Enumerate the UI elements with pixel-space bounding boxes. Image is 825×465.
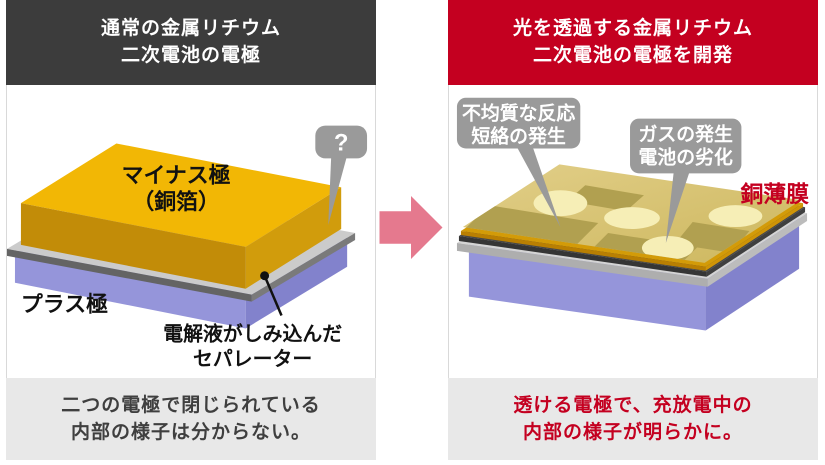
right-panel-header: 光を透過する金属リチウム 二次電池の電極を開発	[448, 0, 818, 85]
negative-electrode-label-line1: マイナス極	[122, 162, 231, 187]
gas-bubble-callout: ガスの発生 電池の劣化	[630, 118, 742, 243]
purple-right-face	[245, 236, 348, 329]
separator-callout-dot	[260, 271, 270, 281]
gas-bubble-spot	[533, 190, 588, 217]
right-battery-diagram: 銅薄膜 不均質な反応 短絡の発生 ガスの発生 電池の劣化	[456, 97, 809, 331]
right-diagram-area: 銅薄膜 不均質な反応 短絡の発生 ガスの発生 電池の劣化	[448, 85, 818, 378]
right-caption: 透ける電極で、充放電中の 内部の様子が明らかに。	[448, 378, 818, 460]
lithium-deposit-patch	[462, 205, 599, 253]
gas-bubble-spot	[641, 235, 694, 260]
gas-bubble-spot	[708, 205, 763, 228]
left-header-line2: 二次電池の電極	[120, 45, 261, 66]
left-caption-line1: 二つの電極で閉じられている	[61, 395, 321, 416]
right-panel: 光を透過する金属リチウム 二次電池の電極を開発	[448, 0, 818, 460]
gas-bubble-tail	[665, 171, 690, 243]
left-diagram-area: マイナス極 （銅箔） ? プラス極 電解液がしみ込んだ セパレーター	[6, 85, 376, 378]
separator-label-line2: セパレーター	[193, 348, 312, 370]
gold-front-face	[20, 203, 246, 289]
left-panel-header: 通常の金属リチウム 二次電池の電極	[6, 0, 376, 85]
question-bubble-box	[315, 125, 368, 159]
gas-bubble-line1: ガスの発生	[639, 122, 733, 145]
left-caption: 二つの電極で閉じられている 内部の様子は分からない。	[6, 378, 376, 460]
reaction-bubble-line2: 短絡の発生	[471, 124, 565, 147]
copper-layer-front	[460, 231, 706, 271]
copper-film-label: 銅薄膜	[740, 181, 809, 207]
separator-front-edge	[7, 248, 252, 302]
purple-front-face	[14, 252, 246, 329]
separator-right-edge	[251, 232, 356, 302]
transform-arrow-icon	[379, 196, 443, 259]
lithium-deposit-patch	[567, 185, 644, 212]
left-panel: 通常の金属リチウム 二次電池の電極	[6, 0, 376, 460]
dark-layer-right	[706, 207, 806, 277]
gas-bubble-line2: 電池の劣化	[639, 145, 733, 168]
gray-plate-front	[456, 242, 708, 287]
reaction-bubble-line1: 不均質な反応	[462, 102, 575, 125]
lithium-deposit-patch	[674, 222, 750, 253]
question-bubble-text: ?	[334, 129, 349, 156]
right-header-line2: 二次電池の電極を開発	[532, 45, 733, 66]
separator-label-line1: 電解液がしみ込んだ	[163, 322, 342, 345]
gas-bubble-spot	[604, 207, 660, 230]
purple-front-face	[468, 244, 706, 331]
gray-plate-right	[707, 213, 808, 287]
purple-right-face	[705, 217, 800, 331]
positive-electrode-label: プラス極	[21, 292, 108, 317]
separator-callout: 電解液がしみ込んだ セパレーター	[163, 271, 342, 370]
left-caption-line2: 内部の様子は分からない。	[70, 422, 311, 443]
gold-top-face	[20, 143, 342, 247]
left-header-line1: 通常の金属リチウム	[100, 18, 281, 39]
gold-right-face	[245, 187, 342, 289]
negative-electrode-label-line2: （銅箔）	[132, 189, 219, 214]
right-caption-line2: 内部の様子が明らかに。	[522, 422, 743, 443]
transform-arrow-shape	[379, 196, 443, 259]
copper-layer-right	[705, 203, 804, 271]
negative-electrode-box	[20, 143, 342, 289]
dark-layer-front	[458, 235, 707, 277]
right-caption-line1: 透ける電極で、充放電中の	[513, 395, 753, 416]
reaction-bubble-box	[456, 97, 581, 149]
left-battery-diagram: マイナス極 （銅箔） ? プラス極 電解液がしみ込んだ セパレーター	[7, 125, 368, 370]
separator-callout-line	[263, 275, 283, 317]
right-header-line1: 光を透過する金属リチウム	[512, 18, 753, 39]
gas-bubble-box	[630, 118, 742, 174]
